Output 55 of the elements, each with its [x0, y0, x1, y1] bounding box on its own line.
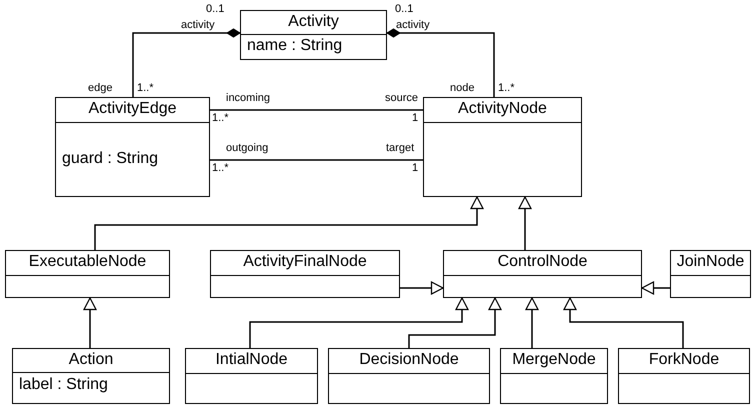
class-box [12, 348, 170, 404]
role-label: target [386, 142, 414, 154]
class-name: MergeNode [511, 350, 597, 370]
generalization-arrow [249, 297, 469, 348]
class-name: ForkNode [648, 350, 720, 370]
class-box [423, 97, 582, 197]
class-box [240, 10, 387, 60]
multiplicity-label: 0..1 [395, 3, 414, 15]
class-name: JoinNode [676, 252, 746, 272]
attribute-text: guard : String [62, 150, 158, 168]
class-box [328, 348, 490, 404]
class-name: ControlNode [496, 252, 588, 272]
class-name: ActivityFinalNode [242, 252, 368, 272]
generalization-arrow [408, 297, 502, 348]
association-line [210, 159, 423, 161]
role-label: outgoing [226, 142, 268, 154]
multiplicity-label: 1 [412, 162, 418, 174]
generalization-arrow [94, 196, 484, 250]
generalization-arrow [525, 297, 539, 348]
role-label: activity [181, 19, 215, 31]
class-box [500, 348, 608, 404]
class-box [55, 97, 210, 197]
role-label: node [450, 82, 474, 94]
multiplicity-label: 1..* [212, 112, 229, 124]
class-name: ActivityNode [457, 99, 548, 119]
generalization-arrow [641, 281, 670, 295]
class-name: ActivityEdge [87, 99, 178, 119]
role-label: incoming [226, 92, 270, 104]
generalization-arrow [518, 196, 532, 250]
class-box [210, 250, 400, 298]
attribute-text: name : String [247, 37, 342, 55]
class-name: ExecutableNode [28, 252, 148, 272]
class-box [5, 250, 170, 298]
class-box [670, 250, 751, 298]
association-line [210, 109, 423, 111]
multiplicity-label: 0..1 [206, 3, 224, 15]
class-name: Action [68, 350, 114, 370]
composition-line [386, 28, 495, 97]
composition-line [132, 28, 240, 97]
multiplicity-label: 1..* [498, 82, 515, 94]
class-name: Activity [287, 12, 340, 32]
multiplicity-label: 1..* [137, 82, 154, 94]
attribute-text: label : String [19, 376, 108, 394]
class-box [618, 348, 750, 404]
generalization-arrow [400, 281, 444, 295]
class-name: DecisionNode [358, 350, 460, 370]
class-name: IntialNode [214, 350, 289, 370]
multiplicity-label: 1..* [212, 162, 229, 174]
role-label: activity [396, 19, 430, 31]
generalization-arrow [83, 297, 97, 348]
class-box [443, 250, 642, 298]
multiplicity-label: 1 [412, 112, 418, 124]
generalization-arrow [563, 297, 684, 348]
class-box [185, 348, 318, 404]
role-label: source [385, 92, 418, 104]
